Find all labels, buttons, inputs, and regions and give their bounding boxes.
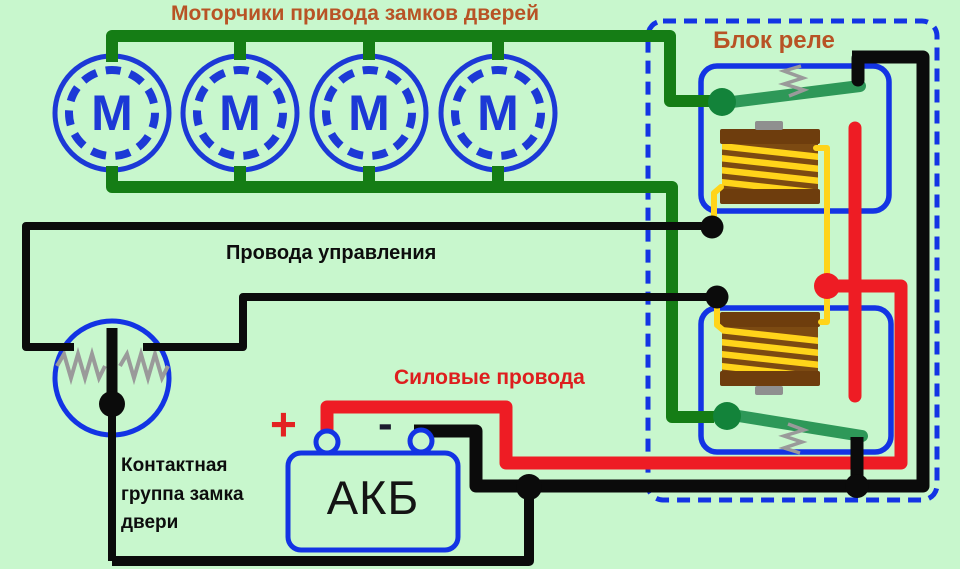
power-wire-positive: [320, 121, 908, 470]
battery-terminals: [313, 427, 435, 456]
junction-dot: [705, 285, 729, 309]
contact-group-springs: [55, 346, 170, 386]
junction-dot: [700, 215, 724, 239]
contact-group-label: Контактная группа замка двери: [121, 452, 291, 538]
power-wire-negative: [108, 50, 930, 566]
red-junction-dot: [814, 273, 840, 299]
control-wire-1: [22, 215, 724, 351]
relay-2-armature: [713, 402, 868, 442]
motor-symbol: М: [348, 85, 390, 141]
relay-1-armature: [708, 80, 866, 116]
motor-symbol: М: [219, 85, 261, 141]
battery-terminal-plus: [313, 428, 341, 456]
contact-group-label-line: группа замка: [121, 483, 244, 505]
battery-label: АКБ: [326, 471, 420, 524]
contact-group-label-line: Контактная: [121, 455, 228, 476]
coil-core-knob: [755, 386, 783, 395]
green-wire-bottom-bus: [106, 166, 714, 423]
junction-dot: [845, 474, 869, 498]
ground-loop-wire: [112, 487, 534, 566]
coil-core-knob: [755, 121, 783, 130]
green-wire-top-bus: [106, 30, 712, 107]
relay-springs: [778, 64, 810, 455]
control-wire-2: [143, 285, 729, 351]
power-wires-label: Силовые провода: [394, 366, 585, 389]
relay-1-pivot: [708, 88, 736, 116]
battery-minus-sign: -: [378, 399, 393, 448]
battery-plus-sign: +: [270, 398, 297, 450]
relay-1-coil: [720, 121, 820, 204]
relay-2-pivot: [713, 402, 741, 430]
contact-group-lever: [99, 328, 125, 417]
lever-pivot-dot: [99, 391, 125, 417]
relay-1-spring: [778, 64, 810, 98]
battery-terminal-minus: [407, 427, 435, 455]
battery-case: [285, 450, 461, 553]
diagram-title: Моторчики привода замков дверей: [171, 2, 539, 25]
control-wires-label: Провода управления: [226, 242, 437, 264]
relay-block-label: Блок реле: [713, 27, 835, 54]
relay-block-outline: [645, 18, 940, 503]
relay-2-spring: [778, 422, 810, 455]
junction-dot: [516, 474, 542, 500]
motor-symbol: М: [477, 85, 519, 141]
relay-2-coil: [720, 312, 820, 395]
motor-symbol: М: [91, 85, 133, 141]
contact-group-label-line: двери: [121, 512, 179, 533]
